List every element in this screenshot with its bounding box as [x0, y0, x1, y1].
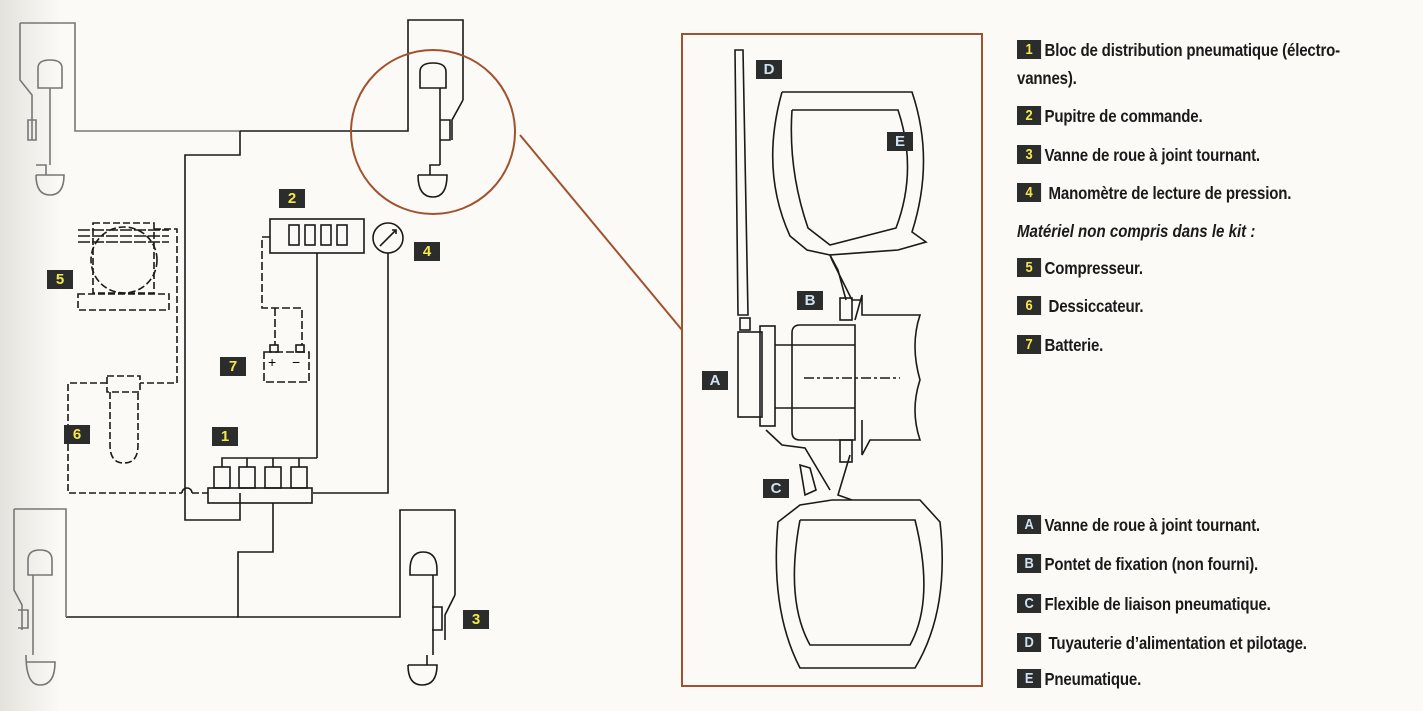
legend-text: Dessiccateur. [1044, 296, 1144, 316]
legend-badge: 1 [1017, 39, 1042, 59]
legend-text: Batterie. [1044, 335, 1104, 355]
legend-text: Pupitre de commande. [1044, 106, 1203, 126]
legend-item-1-cont: vannes). [1017, 68, 1077, 89]
callout-line [519, 134, 683, 331]
battery [263, 351, 310, 383]
wheel-top-left [19, 22, 240, 196]
label-7: 7 [220, 357, 246, 376]
label-a: A [702, 371, 728, 390]
legend-badge: 6 [1017, 295, 1042, 315]
distribution-block [207, 487, 313, 504]
wheel-bottom-right [407, 551, 456, 686]
legend-text: Tuyauterie d’alimentation et pilotage. [1044, 633, 1307, 653]
detail-frame [681, 33, 983, 687]
legend-text: Manomètre de lecture de pression. [1044, 183, 1292, 203]
label-3: 3 [463, 610, 489, 629]
legend-text: Flexible de liaison pneumatique. [1044, 594, 1271, 614]
legend-badge: 2 [1017, 105, 1042, 125]
legend-badge: 4 [1017, 182, 1042, 202]
label-6: 6 [64, 425, 90, 444]
legend-item-d: D Tuyauterie d’alimentation et pilotage. [1017, 632, 1307, 654]
legend-text: Bloc de distribution pneumatique (électr… [1044, 40, 1341, 60]
label-b: B [797, 291, 823, 310]
label-4: 4 [414, 242, 440, 261]
compressor [77, 222, 178, 384]
control-panel [269, 218, 365, 254]
legend-badge: 3 [1017, 144, 1042, 164]
legend-text: Pneumatique. [1044, 669, 1142, 689]
legend-item-4: 4 Manomètre de lecture de pression. [1017, 182, 1292, 204]
legend-item-6: 6 Dessiccateur. [1017, 295, 1144, 317]
line-top [184, 131, 241, 521]
wheel-detail [734, 49, 944, 669]
wheel-bottom-left [13, 508, 67, 686]
battery-plus: + [268, 354, 277, 370]
legend-badge: E [1017, 668, 1042, 688]
not-included-title: Matériel non compris dans le kit : [1017, 221, 1256, 241]
label-1: 1 [212, 427, 238, 446]
label-2: 2 [279, 189, 305, 208]
label-5: 5 [47, 270, 73, 289]
battery-minus: − [292, 354, 301, 370]
legend-badge: D [1017, 632, 1042, 652]
legend-badge: A [1017, 514, 1042, 534]
legend-badge: C [1017, 593, 1042, 613]
legend-text: Pontet de fixation (non fourni). [1044, 554, 1259, 574]
legend-badge: B [1017, 553, 1042, 573]
callout-circle [350, 49, 516, 215]
legend-text: Compresseur. [1044, 258, 1143, 278]
label-c: C [763, 479, 789, 498]
legend-badge: 7 [1017, 334, 1042, 354]
wheel-top-right [417, 62, 464, 198]
legend-text: Vanne de roue à joint tournant. [1044, 145, 1261, 165]
label-e: E [887, 132, 913, 151]
label-d: D [756, 60, 782, 79]
legend-text: vannes). [1017, 68, 1077, 88]
legend-text: Vanne de roue à joint tournant. [1044, 515, 1261, 535]
legend-badge: 5 [1017, 257, 1042, 277]
